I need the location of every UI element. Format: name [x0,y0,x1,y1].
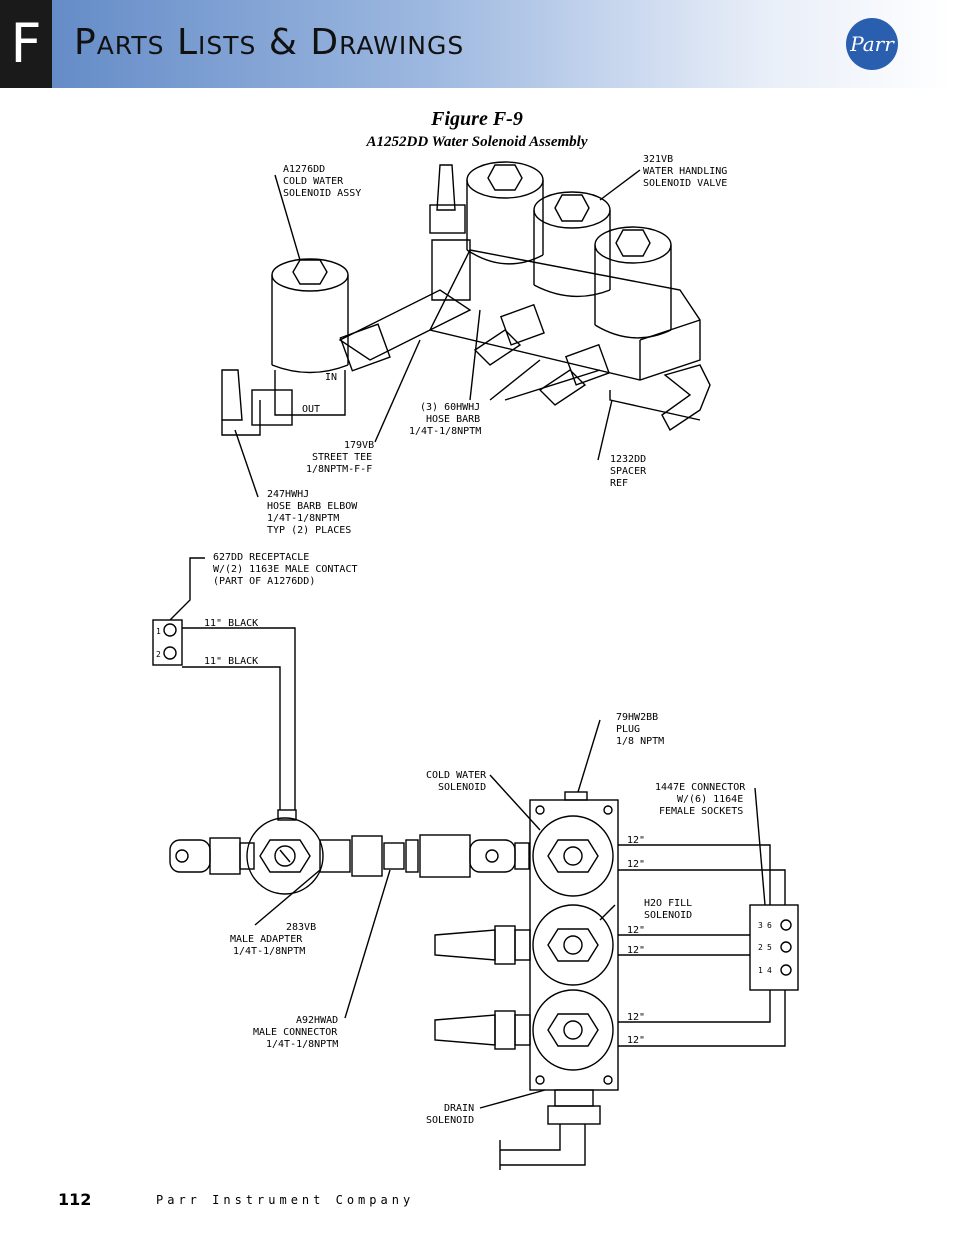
label-connector-2: W/(6) 1164E [677,794,743,805]
solenoid-coil-2 [533,191,611,298]
label-spacer-1: 1232DD [610,454,646,465]
label-plug-2: PLUG [616,724,640,735]
label-elbow-3: 1/4T-1/8NPTM [267,513,339,524]
socket-label-4: 4 [767,966,772,975]
label-streettee-3: 1/8NPTM-F-F [306,464,372,475]
label-wire12-3: 12" [627,925,645,936]
cold-water-solenoid-assy [271,258,349,416]
label-maleconn-3: 1/4T-1/8NPTM [266,1039,338,1050]
figure-title: Figure F-9 [431,108,523,130]
section-title: Parts Lists & Drawings [74,22,465,63]
label-drain-1: DRAIN [444,1103,474,1114]
stack-solenoid-1 [532,815,614,897]
label-h2o-2: SOLENOID [644,910,692,921]
label-hosebarb-1: (3) 60HWHJ [420,402,480,413]
label-streettee-1: 179VB [344,440,374,451]
plan-view-assembly [169,719,799,1170]
label-wire-2: 11" BLACK [204,656,258,667]
label-coldsol-1: COLD WATER [426,770,487,781]
label-out: OUT [302,404,320,415]
solenoid-coil-3 [594,226,672,339]
label-receptacle-3: (PART OF A1276DD) [213,576,315,587]
socket-label-1: 1 [758,966,763,975]
label-coldsol-2: SOLENOID [438,782,486,793]
label-spacer-3: REF [610,478,628,489]
label-hosebarb-2: HOSE BARB [426,414,480,425]
label-h2o-1: H2O FILL [644,898,692,909]
label-wire12-2: 12" [627,859,645,870]
socket-label-6: 6 [767,921,772,930]
label-maleconn-1: A92HWAD [296,1015,338,1026]
label-plug-3: 1/8 NPTM [616,736,664,747]
label-elbow-4: TYP (2) PLACES [267,525,351,536]
label-elbow-1: 247HWHJ [267,489,309,500]
label-321vb-2: WATER HANDLING [643,166,727,177]
label-wire12-4: 12" [627,945,645,956]
label-pin-2: 2 [156,650,161,659]
label-a1276dd-3: SOLENOID ASSY [283,188,361,199]
label-pin-1: 1 [156,627,161,636]
label-receptacle-1: 627DD RECEPTACLE [213,552,309,563]
label-plug-1: 79HW2BB [616,712,658,723]
label-wire12-5: 12" [627,1012,645,1023]
top-labels: A1276DD COLD WATER SOLENOID ASSY 321VB W… [267,154,727,536]
stack-solenoid-3 [532,989,614,1071]
label-wire12-1: 12" [627,835,645,846]
socket-label-2: 2 [758,943,763,952]
page-number: 112 [58,1190,92,1209]
section-letter: F [0,0,52,88]
label-elbow-2: HOSE BARB ELBOW [267,501,358,512]
isometric-assembly [221,161,711,498]
socket-label-5: 5 [767,943,772,952]
parr-logo: Parr [846,18,898,70]
label-wire-1: 11" BLACK [204,618,258,629]
figure-subtitle: A1252DD Water Solenoid Assembly [366,134,588,150]
stack-solenoid-2 [532,904,614,986]
label-receptacle-2: W/(2) 1163E MALE CONTACT [213,564,358,575]
label-hosebarb-3: 1/4T-1/8NPTM [409,426,481,437]
solenoid-coil-1 [466,161,544,265]
label-a1276dd-1: A1276DD [283,164,325,175]
label-a1276dd-2: COLD WATER [283,176,344,187]
label-adapter-2: MALE ADAPTER [230,934,303,945]
label-maleconn-2: MALE CONNECTOR [253,1027,338,1038]
company-name: Parr Instrument Company [156,1193,415,1207]
label-spacer-2: SPACER [610,466,647,477]
label-321vb-1: 321VB [643,154,673,165]
label-321vb-3: SOLENOID VALVE [643,178,727,189]
label-adapter-3: 1/4T-1/8NPTM [233,946,305,957]
page-header: F Parts Lists & Drawings Parr [0,0,954,88]
label-adapter-1: 283VB [286,922,316,933]
label-connector-3: FEMALE SOCKETS [659,806,743,817]
socket-label-3: 3 [758,921,763,930]
label-drain-2: SOLENOID [426,1115,474,1126]
receptacle-labels: 627DD RECEPTACLE W/(2) 1163E MALE CONTAC… [156,552,358,667]
label-streettee-2: STREET TEE [312,452,372,463]
label-connector-1: 1447E CONNECTOR [655,782,746,793]
plan-view-labels: 79HW2BB PLUG 1/8 NPTM COLD WATER SOLENOI… [230,712,772,1126]
label-wire12-6: 12" [627,1035,645,1046]
receptacle-wiring [152,557,296,810]
label-in: IN [325,372,337,383]
